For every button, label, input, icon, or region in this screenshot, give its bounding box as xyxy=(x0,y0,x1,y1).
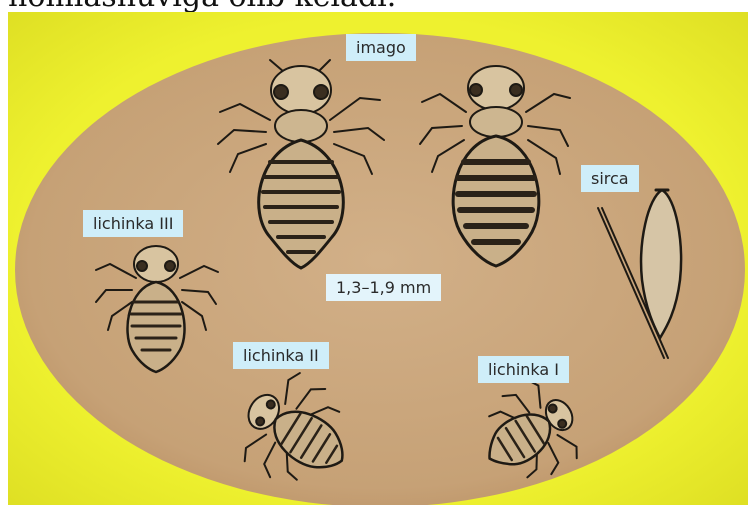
label-lichinka-i: lichinka I xyxy=(478,356,569,383)
size-measurement: 1,3–1,9 mm xyxy=(326,274,441,301)
beige-oval xyxy=(15,33,745,505)
plate-illustration xyxy=(8,12,748,505)
label-imago: imago xyxy=(346,34,416,61)
label-sirca: sirca xyxy=(581,165,639,192)
label-lichinka-iii: lichinka III xyxy=(83,210,183,237)
life-cycle-plate: imago sirca lichinka III lichinka II lic… xyxy=(8,12,748,505)
page-caption: nomlashuviga olib keladi. xyxy=(8,0,748,12)
label-lichinka-ii: lichinka II xyxy=(233,342,329,369)
